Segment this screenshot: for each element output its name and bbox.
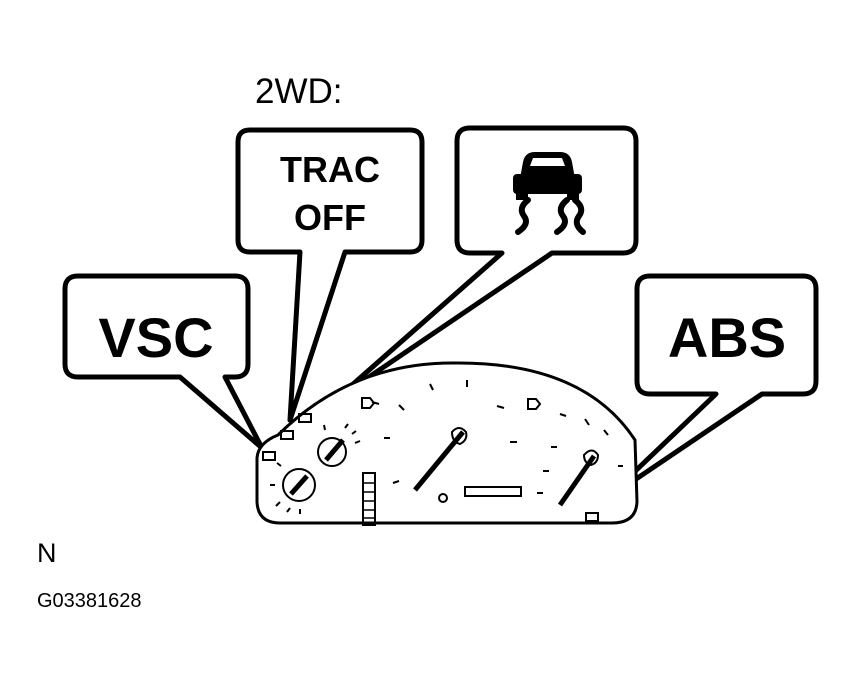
vsc-callout: VSC xyxy=(62,273,265,451)
trac-label: TRAC xyxy=(280,149,380,190)
slip-indicator-icon xyxy=(513,152,586,235)
trac-off-callout: TRAC OFF xyxy=(235,127,425,423)
slip-indicator-lamp xyxy=(298,413,312,423)
vsc-label: VSC xyxy=(98,306,213,369)
off-label: OFF xyxy=(294,197,366,238)
tachometer xyxy=(537,413,623,507)
figure-note-letter: N xyxy=(37,538,57,568)
abs-label: ABS xyxy=(668,306,786,369)
temperature-gauge xyxy=(317,423,361,467)
instrument-cluster xyxy=(255,361,639,526)
slip-indicator-callout xyxy=(332,125,639,403)
fuel-gauge xyxy=(270,462,316,514)
vsc-indicator-lamp xyxy=(262,451,276,461)
trac-off-indicator-lamp xyxy=(280,430,294,440)
diagram-heading: 2WD: xyxy=(255,72,343,111)
speedometer xyxy=(361,380,542,503)
bar-graph-meter xyxy=(362,472,376,526)
abs-callout: ABS xyxy=(602,273,819,503)
abs-indicator-lamp xyxy=(585,512,599,522)
figure-code: G03381628 xyxy=(37,590,142,612)
